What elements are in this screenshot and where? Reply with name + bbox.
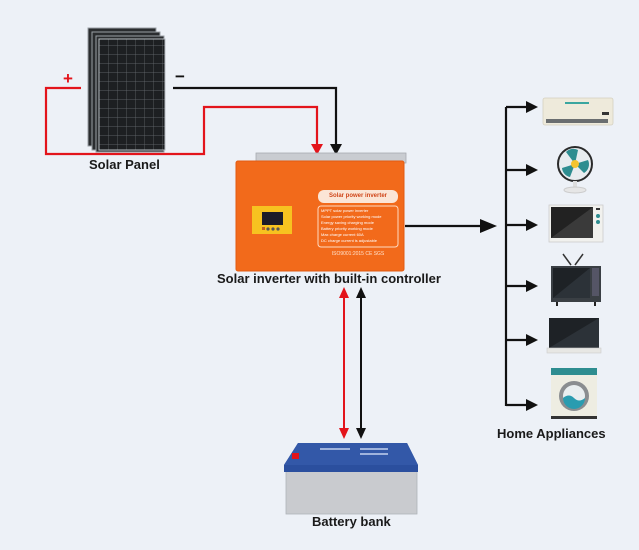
- inverter-feature: MPPT solar power inverter: [321, 208, 369, 213]
- inverter-panel-title: Solar power inverter: [328, 193, 388, 199]
- negative-wire: [173, 86, 342, 155]
- washing-machine-icon: [551, 368, 597, 419]
- inverter-feature: Solar power priority working mode: [321, 214, 382, 219]
- battery-bank-label: Battery bank: [312, 514, 391, 529]
- positive-arrow-head: [311, 144, 323, 155]
- fan-icon: [557, 146, 593, 194]
- solar-panel-label: Solar Panel: [89, 157, 160, 172]
- negative-arrow-head: [330, 144, 342, 155]
- appliance-branches: [506, 101, 538, 411]
- inverter-feature: Max charge current 60A: [321, 232, 364, 237]
- solar-panel-icon: [87, 27, 166, 153]
- inverter-feature-list: MPPT solar power inverter Solar power pr…: [321, 208, 397, 244]
- home-appliances-label: Home Appliances: [497, 426, 606, 441]
- inverter-certification: ISO9001:2015 CE SGS: [331, 251, 385, 257]
- positive-wire: [44, 86, 323, 156]
- battery-negative-wire: [356, 287, 366, 439]
- inverter-label: Solar inverter with built-in controller: [217, 271, 441, 286]
- positive-terminal-label: +: [63, 69, 73, 88]
- battery-positive-wire: [339, 287, 349, 439]
- inverter-feature: Energy saving charging mode: [321, 220, 374, 225]
- microwave-icon: [548, 204, 604, 243]
- television-icon: [551, 253, 601, 306]
- inverter-icon: [235, 152, 407, 272]
- output-wire: [405, 107, 508, 406]
- negative-terminal-label: −: [175, 67, 185, 86]
- battery-icon: [284, 443, 418, 515]
- inverter-feature: DC charge current is adjustable: [321, 238, 378, 243]
- air-conditioner-icon: [542, 97, 614, 126]
- inverter-feature: Battery priority working mode: [321, 226, 373, 231]
- monitor-icon: [546, 318, 602, 354]
